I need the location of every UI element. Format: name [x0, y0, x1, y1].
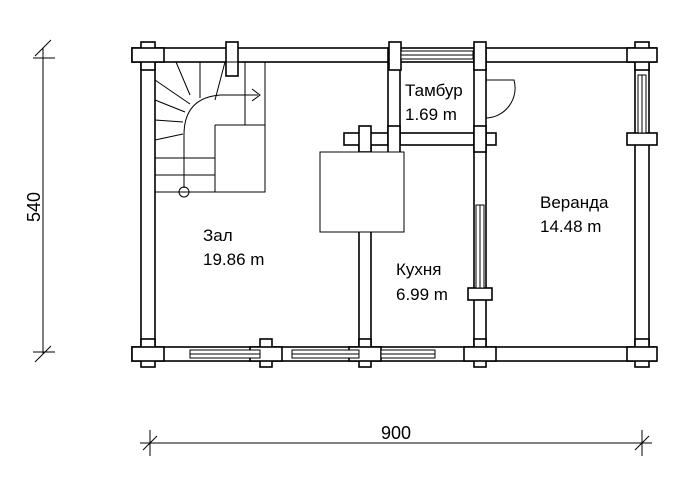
dimension-height-label: 540 — [24, 192, 44, 222]
dimension-horizontal — [140, 430, 652, 456]
windows — [189, 50, 647, 359]
room-name-hall: Зал — [203, 226, 233, 245]
dimension-vertical — [33, 39, 55, 363]
room-area-kitchen: 6.99 m — [396, 285, 448, 304]
room-area-hall: 19.86 m — [203, 250, 264, 269]
staircase — [154, 61, 266, 198]
dimension-width-label: 900 — [381, 423, 411, 443]
door-swing — [485, 79, 516, 119]
stove — [319, 151, 405, 233]
room-area-veranda: 14.48 m — [540, 217, 601, 236]
room-name-kitchen: Кухня — [396, 260, 442, 279]
room-labels: Тамбур 1.69 m Зал 19.86 m Кухня 6.99 m В… — [203, 81, 609, 304]
log-crosses — [131, 41, 658, 368]
room-name-veranda: Веранда — [540, 193, 609, 212]
room-name-tambour: Тамбур — [405, 81, 463, 100]
room-area-tambour: 1.69 m — [405, 105, 457, 124]
